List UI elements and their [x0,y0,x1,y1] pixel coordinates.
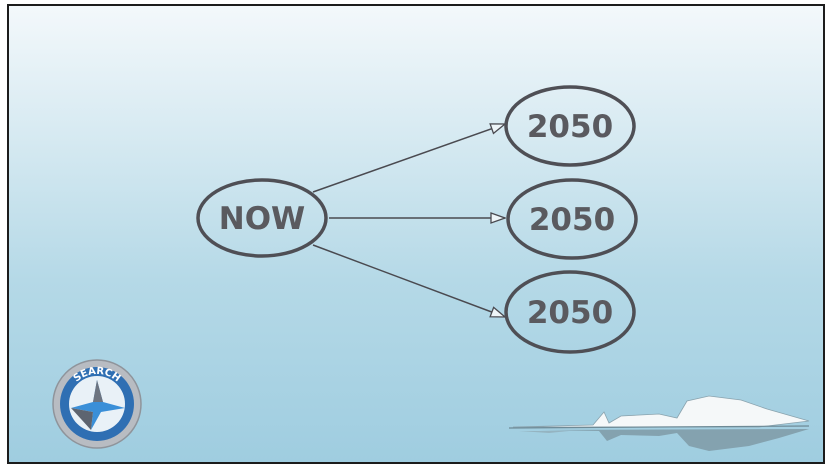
node-2050-top: 2050 [504,85,636,167]
iceberg-reflection-icon [509,395,810,451]
node-now-ellipse [196,178,328,258]
search-program-logo-icon: SEARCH [52,359,142,449]
future-scenarios-diagram: NOW 2050 2050 2050 [196,85,638,354]
arrow-now-to-top [312,123,505,193]
node-now-label: NOW [219,201,306,237]
node-2050-bottom-label: 2050 [527,295,613,331]
slide: NOW 2050 2050 2050 SEARCH [7,4,825,464]
node-2050-bottom: 2050 [504,270,636,354]
node-2050-top-label: 2050 [527,109,613,145]
node-2050-middle: 2050 [506,178,638,260]
node-now: NOW [196,178,328,258]
arrow-now-to-bottom [312,244,505,318]
node-2050-bottom-ellipse [504,270,636,354]
node-2050-middle-ellipse [506,178,638,260]
svg-text:SEARCH: SEARCH [72,366,123,385]
node-2050-top-ellipse [504,85,636,167]
node-2050-middle-label: 2050 [529,202,615,238]
